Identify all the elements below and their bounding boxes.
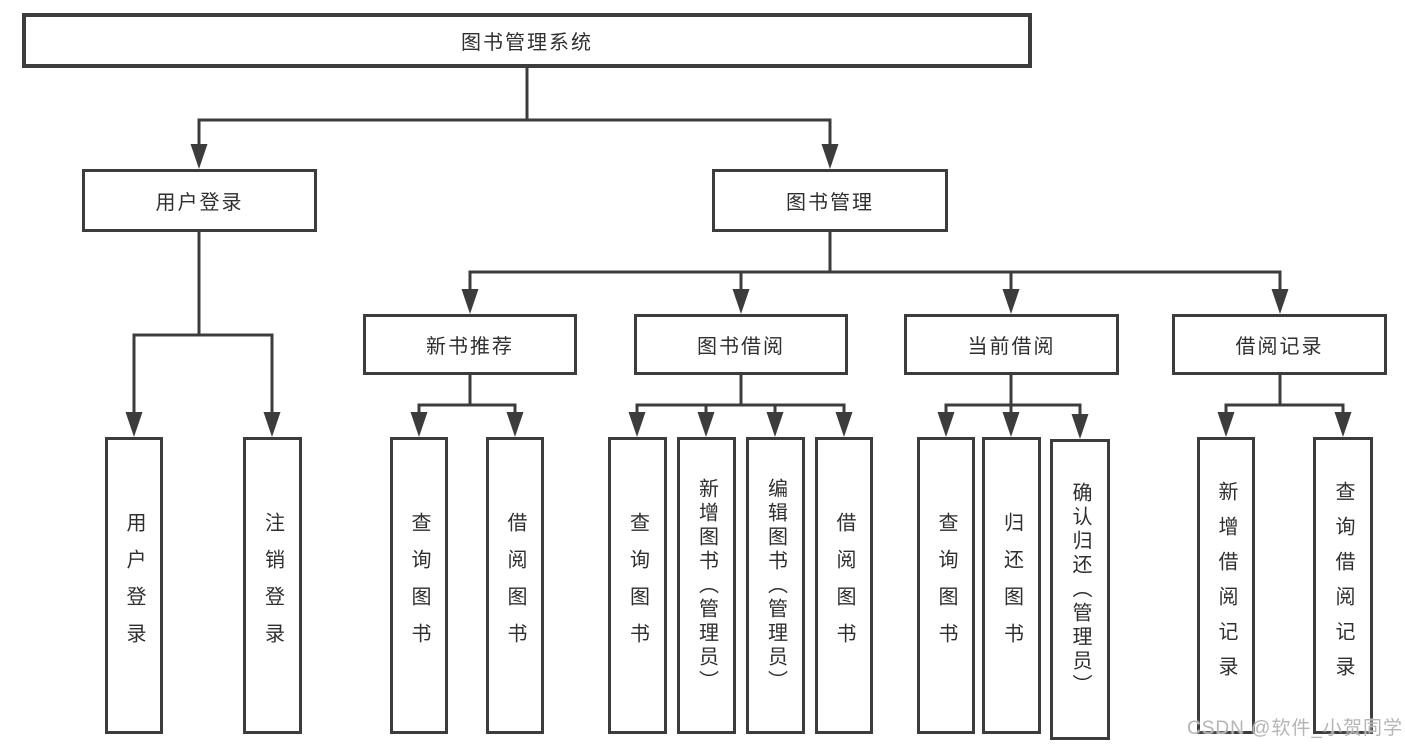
node-label: 用户登录 bbox=[155, 192, 244, 214]
node-label: 归还图书 bbox=[1000, 511, 1023, 660]
leaf-borrow-books: 借阅图书 bbox=[815, 437, 873, 734]
node-label: 借阅图书 bbox=[504, 511, 526, 660]
leaf-add-borrow-record: 新增借阅记录 bbox=[1197, 437, 1255, 734]
node-label: 新增借阅记录 bbox=[1215, 480, 1237, 691]
connector-user-login-branch bbox=[125, 232, 281, 437]
leaf-query-books-borrowing: 查询图书 bbox=[608, 437, 667, 734]
leaf-query-borrow-record: 查询借阅记录 bbox=[1313, 437, 1373, 734]
node-library-system: 图书管理系统 bbox=[22, 13, 1032, 68]
leaf-borrow-books-recommend: 借阅图书 bbox=[486, 437, 544, 734]
connector-new-book-branch bbox=[410, 375, 524, 437]
node-label: 查询图书 bbox=[626, 511, 649, 660]
leaf-query-books-recommend: 查询图书 bbox=[390, 437, 448, 734]
node-label: 用户登录 bbox=[123, 511, 145, 660]
node-label: 图书借阅 bbox=[697, 336, 785, 358]
node-label: 编辑图书（管理员） bbox=[764, 477, 787, 694]
node-label: 查询图书 bbox=[935, 511, 957, 660]
node-label: 借阅图书 bbox=[833, 511, 855, 660]
node-new-book-recommendation: 新书推荐 bbox=[363, 314, 577, 375]
node-label: 图书管理系统 bbox=[461, 32, 593, 54]
node-label: 当前借阅 bbox=[967, 336, 1056, 358]
leaf-confirm-return-admin: 确认归还（管理员） bbox=[1050, 439, 1110, 740]
leaf-return-books: 归还图书 bbox=[982, 437, 1041, 734]
node-book-borrowing: 图书借阅 bbox=[634, 314, 848, 375]
node-book-management: 图书管理 bbox=[712, 169, 948, 232]
watermark: CSDN @软件_小贺同学 bbox=[1187, 718, 1403, 739]
node-label: 新增图书（管理员） bbox=[695, 477, 718, 694]
connector-current-borrowing-branch bbox=[937, 375, 1089, 439]
node-current-borrowing: 当前借阅 bbox=[904, 314, 1119, 375]
node-label: 借阅记录 bbox=[1235, 336, 1324, 358]
node-label: 新书推荐 bbox=[426, 336, 514, 358]
leaf-query-books-current: 查询图书 bbox=[917, 437, 975, 734]
node-borrowing-records: 借阅记录 bbox=[1172, 314, 1387, 375]
node-user-login: 用户登录 bbox=[82, 169, 317, 232]
node-label: 注销登录 bbox=[261, 511, 284, 660]
node-label: 查询图书 bbox=[408, 511, 430, 660]
leaf-logout: 注销登录 bbox=[243, 437, 302, 734]
node-label: 图书管理 bbox=[786, 192, 874, 214]
leaf-edit-book-admin: 编辑图书（管理员） bbox=[746, 437, 805, 734]
node-label: 确认归还（管理员） bbox=[1069, 481, 1091, 698]
connector-book-borrowing-branch bbox=[628, 375, 853, 437]
connector-borrowing-records-branch bbox=[1217, 375, 1352, 437]
leaf-add-book-admin: 新增图书（管理员） bbox=[677, 437, 736, 734]
leaf-user-login: 用户登录 bbox=[105, 437, 163, 734]
node-label: 查询借阅记录 bbox=[1332, 480, 1354, 691]
connector-book-management-branch bbox=[461, 232, 1289, 314]
connector-root-branch bbox=[190, 68, 839, 169]
